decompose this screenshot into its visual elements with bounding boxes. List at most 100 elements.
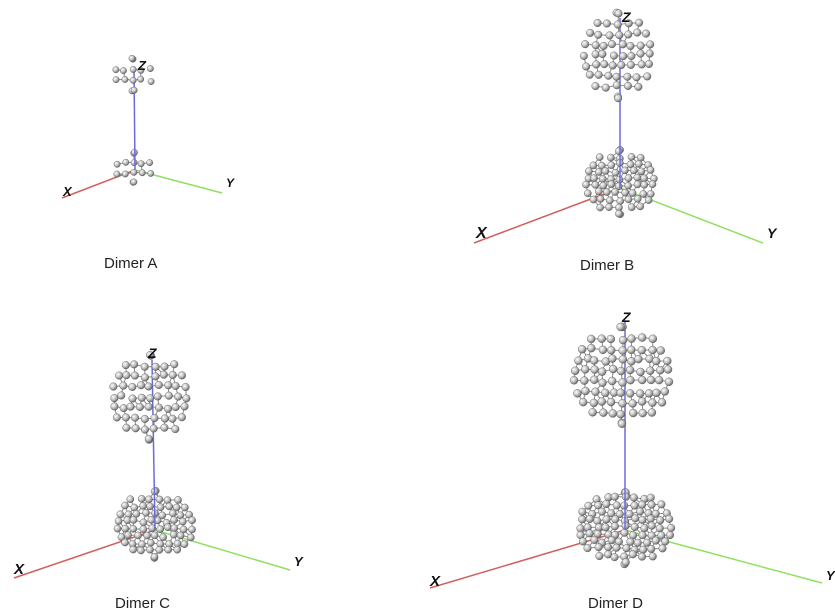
atom [647, 544, 656, 553]
lower-cluster [582, 145, 658, 218]
axis-label-z: Z [621, 9, 631, 25]
atom [139, 518, 148, 527]
atom [124, 531, 132, 539]
atom [656, 346, 665, 355]
atom [594, 543, 603, 552]
atom [154, 403, 163, 412]
atom [179, 517, 187, 526]
atom [639, 190, 648, 198]
atom [116, 510, 125, 519]
atom [624, 174, 633, 182]
atom [591, 82, 600, 91]
atom [638, 531, 647, 540]
atom [176, 531, 185, 540]
axis-label-x: X [62, 184, 73, 199]
atom [588, 408, 597, 417]
atom [121, 538, 129, 547]
atom [590, 535, 599, 544]
atom [636, 49, 645, 58]
atom [594, 187, 603, 196]
atom [589, 398, 599, 408]
atom [114, 517, 123, 525]
atom [569, 376, 579, 385]
atom [171, 381, 180, 390]
atom [620, 528, 629, 537]
atom [599, 408, 608, 417]
atom [146, 394, 155, 403]
atom [648, 552, 657, 561]
atom [163, 496, 172, 504]
atom [615, 510, 624, 519]
atom [613, 20, 622, 29]
atom [580, 376, 589, 385]
atom [585, 514, 594, 523]
atom [144, 382, 153, 391]
atom [137, 381, 146, 390]
atom [137, 75, 145, 83]
atom [617, 419, 627, 428]
atom [109, 382, 118, 391]
atom [573, 389, 582, 398]
axis-label-y: Y [826, 568, 835, 583]
atom [139, 525, 148, 534]
atom [129, 525, 138, 533]
atom [621, 492, 630, 501]
atom [155, 495, 164, 504]
atom [644, 389, 654, 398]
atom [630, 501, 639, 510]
atom [638, 515, 647, 524]
atom [614, 94, 623, 103]
atom [164, 545, 173, 554]
atom [138, 540, 146, 549]
atom [628, 189, 637, 197]
panel-caption: Dimer B [580, 257, 634, 274]
atom [612, 501, 621, 510]
atom [630, 166, 638, 175]
atom [164, 523, 172, 532]
atom [589, 356, 599, 365]
atom [601, 388, 610, 398]
atom [610, 553, 619, 562]
upper-cluster [112, 54, 155, 95]
atom [160, 362, 169, 371]
atom [146, 502, 154, 511]
atom [667, 523, 676, 532]
panel-dimer-c: X Y Z Dimer C [13, 345, 304, 612]
atom [606, 153, 615, 162]
axis-label-y: Y [294, 554, 304, 569]
atom [657, 500, 666, 509]
atom [576, 524, 585, 533]
atom [112, 66, 120, 74]
atom [589, 195, 598, 204]
atom [607, 346, 616, 355]
atom [168, 370, 177, 379]
atom [654, 375, 664, 385]
atom [147, 516, 156, 524]
x-axis-line [13, 529, 156, 579]
atom [634, 82, 643, 91]
atom [621, 558, 630, 567]
atom [580, 365, 590, 374]
atom [602, 188, 611, 196]
atom [140, 425, 149, 434]
atom [174, 392, 183, 401]
atom [618, 346, 627, 355]
atom [129, 545, 137, 554]
atom [584, 189, 592, 198]
atom [637, 345, 646, 355]
atom [640, 174, 648, 183]
atom [146, 545, 154, 554]
lower-cluster [113, 149, 155, 186]
atom [637, 397, 647, 406]
atom [608, 354, 617, 363]
atom [640, 180, 649, 189]
atom [597, 397, 606, 406]
atom [120, 67, 127, 75]
axis-label-z: Z [147, 345, 157, 361]
atom [146, 65, 154, 72]
atom [632, 73, 641, 82]
atom [171, 403, 180, 412]
atom [110, 402, 119, 411]
atom [646, 166, 655, 174]
